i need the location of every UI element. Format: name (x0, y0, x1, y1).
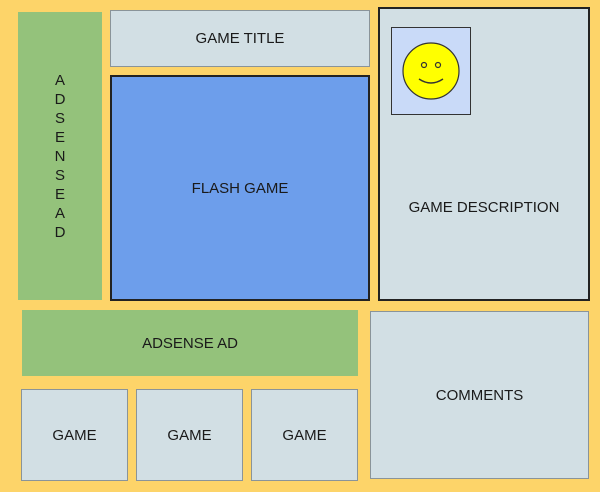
smiley-face-icon (402, 42, 460, 100)
adsense-ad-banner: ADSENSE AD (22, 310, 358, 376)
comments-panel: COMMENTS (370, 311, 589, 479)
game-thumbnail-label: GAME (52, 426, 97, 444)
avatar (391, 27, 471, 115)
flash-game-label: FLASH GAME (191, 179, 289, 197)
game-title-block: GAME TITLE (110, 10, 370, 67)
game-thumbnail-label: GAME (282, 426, 327, 444)
game-thumbnail-label: GAME (167, 426, 212, 444)
game-thumbnail[interactable]: GAME (136, 389, 243, 481)
game-description-label: GAME DESCRIPTION (408, 199, 560, 216)
game-title-label: GAME TITLE (195, 30, 285, 47)
game-thumbnail[interactable]: GAME (21, 389, 128, 481)
flash-game-area[interactable]: FLASH GAME (110, 75, 370, 301)
game-thumbnail[interactable]: GAME (251, 389, 358, 481)
adsense-ad-sidebar: ADSENSE AD (18, 12, 102, 300)
game-description-panel: GAME DESCRIPTION (378, 7, 590, 301)
adsense-ad-banner-label: ADSENSE AD (142, 334, 238, 352)
comments-label: COMMENTS (435, 386, 524, 404)
adsense-ad-sidebar-label: ADSENSE AD (54, 71, 66, 241)
